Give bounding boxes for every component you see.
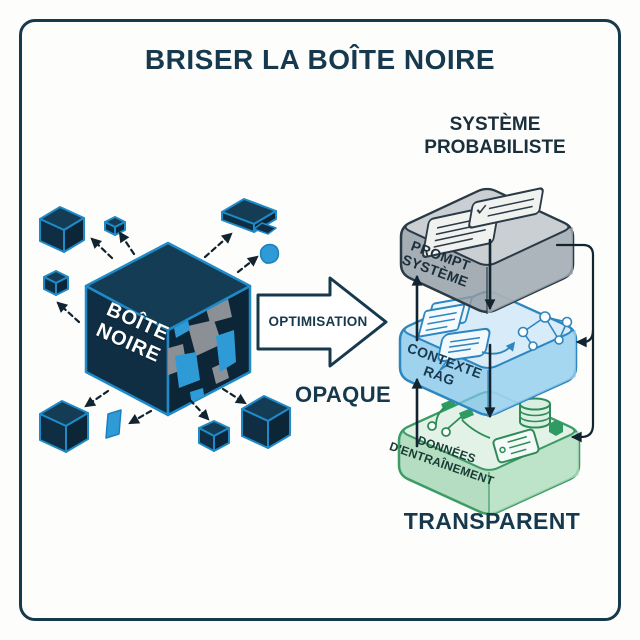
optimisation-arrow	[256, 276, 388, 368]
fragment-chunk-top-left	[39, 206, 85, 253]
tag-icon	[492, 428, 540, 464]
layer-prompt-right-face	[487, 227, 573, 314]
fragment-chunk-bottom-left	[39, 400, 89, 453]
fragment-cube-small-top	[104, 216, 126, 236]
fragment-slab-top-right	[221, 198, 277, 235]
layer-training-data	[397, 390, 581, 516]
hexagon-icon	[549, 420, 563, 436]
dashed-arrow-s-right	[188, 398, 210, 421]
document-check-icon	[468, 187, 544, 229]
dashed-arrow-w	[56, 301, 81, 324]
database-icon	[519, 397, 551, 429]
chat-bubble-icon	[437, 327, 491, 371]
system-heading: SYSTÈME PROBABILISTE	[424, 114, 566, 158]
fragment-blue-shard	[105, 409, 122, 439]
opaque-label: OPAQUE	[294, 382, 392, 407]
feedback-branch-to-rag	[575, 328, 595, 348]
cube-top-face	[84, 241, 252, 332]
flowchart-icon	[427, 399, 491, 439]
layer-training-right-face	[489, 431, 579, 516]
dashed-arrow-nw	[90, 237, 114, 260]
dashed-arrow-se	[221, 387, 247, 405]
shattered-texture	[168, 299, 236, 406]
dashed-arrow-ene	[236, 255, 259, 274]
stack-flow-arrows	[411, 238, 496, 448]
dashed-arrow-ne	[203, 232, 233, 259]
layer-rag-context	[398, 290, 578, 417]
knowledge-graph-icon	[517, 311, 573, 351]
optimisation-label: OPTIMISATION	[268, 314, 368, 329]
layer-rag-right-face	[488, 330, 576, 417]
transparent-label: TRANSPARENT	[403, 508, 581, 534]
dashed-arrow-s-left	[128, 409, 153, 425]
dashed-arrow-sw	[84, 389, 110, 408]
explosion-arrows	[56, 231, 259, 425]
layer-system-prompt	[399, 187, 575, 314]
documents-stack-icon	[417, 296, 473, 338]
cube-fragments	[39, 198, 291, 453]
black-box-cube	[84, 241, 252, 417]
dashed-arrow-n	[118, 231, 136, 256]
fragment-cube-bottom	[198, 420, 230, 452]
fragment-cube-left	[43, 270, 69, 296]
flow-arrow-icon	[481, 341, 516, 355]
feedback-line-right	[555, 243, 595, 443]
feedback-loop	[555, 243, 595, 443]
fragment-blue-chip	[259, 243, 280, 264]
page-title: BRISER LA BOÎTE NOIRE	[144, 44, 496, 75]
fragment-chunk-bottom-right	[241, 395, 291, 449]
